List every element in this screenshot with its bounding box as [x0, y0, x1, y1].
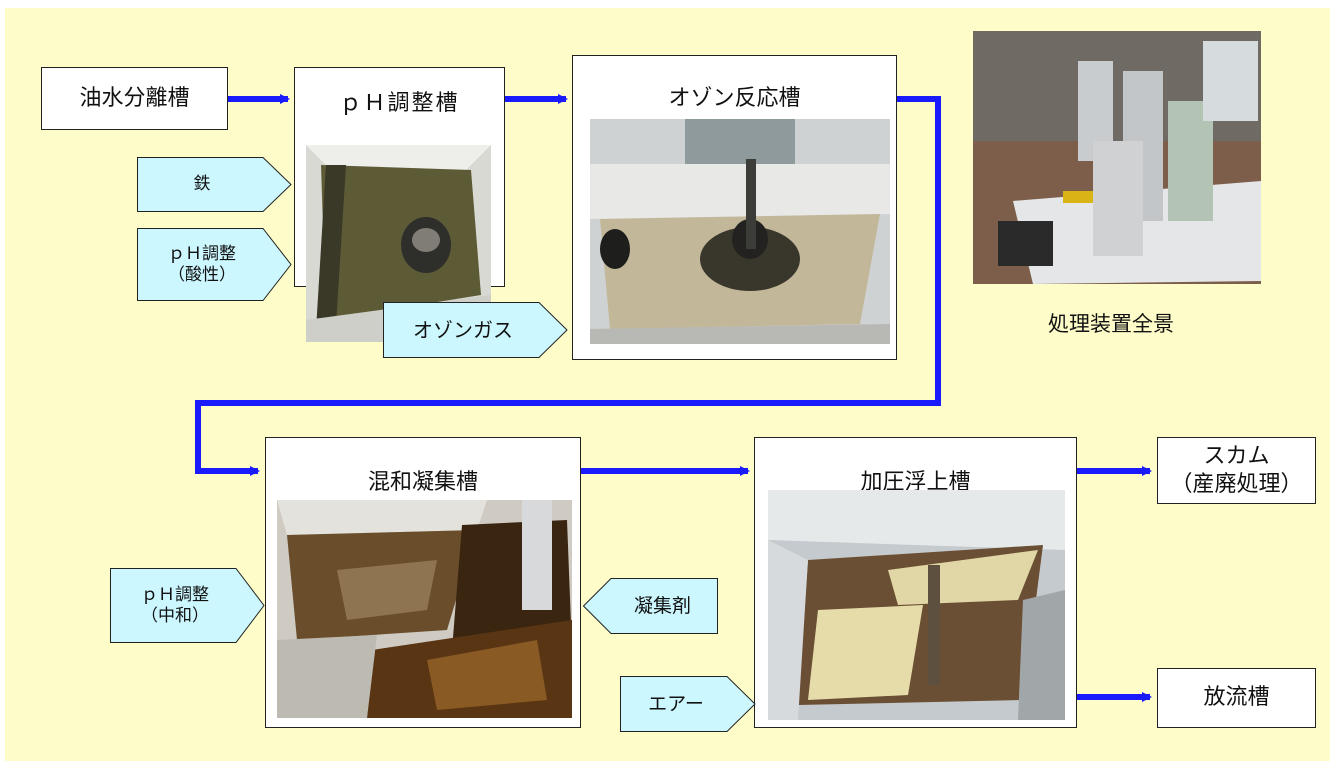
ph-adjust-tank-box: ｐＨ調整槽 — [294, 67, 505, 342]
mixing-coagulation-label: 混和凝集槽 — [367, 470, 478, 495]
input-iron-label: 鉄 — [193, 174, 211, 195]
ozone-reactor-label: オゾン反応槽 — [668, 86, 801, 111]
input-air-label: エアー — [648, 692, 704, 715]
input-coagulant: 凝集剤 — [583, 578, 718, 634]
input-iron: 鉄 — [137, 157, 292, 212]
scum-box: スカム （産廃処理） — [1157, 437, 1316, 504]
input-ph-acidic: ｐＨ調整 （酸性） — [137, 228, 292, 301]
overview-photo — [973, 31, 1261, 284]
input-ph-acidic-label: ｐＨ調整 （酸性） — [168, 244, 236, 285]
mixing-tank-photo — [277, 500, 572, 718]
scum-label: スカム （産廃処理） — [1170, 444, 1303, 497]
arrow-ozone-to-mixing — [195, 96, 941, 476]
input-ph-neutral-label: ｐＨ調整 （中和） — [141, 585, 209, 626]
input-ozone-gas-label: オゾンガス — [413, 318, 513, 342]
mixing-coagulation-box: 混和凝集槽 — [265, 437, 581, 728]
discharge-tank-label: 放流槽 — [1203, 685, 1270, 711]
oil-water-separator-box: 油水分離槽 — [41, 67, 228, 130]
pressure-flotation-box: 加圧浮上槽 — [754, 437, 1077, 728]
ozone-reactor-photo — [590, 119, 890, 344]
input-coagulant-label: 凝集剤 — [633, 594, 691, 617]
overview-caption: 処理装置全景 — [1048, 312, 1174, 336]
input-ph-neutral: ｐＨ調整 （中和） — [110, 568, 265, 643]
ozone-reactor-box: オゾン反応槽 — [572, 55, 897, 360]
flotation-tank-photo — [768, 490, 1065, 720]
oil-water-separator-label: 油水分離槽 — [79, 85, 190, 111]
input-air: エアー — [620, 676, 756, 732]
ph-adjust-tank-label: ｐＨ調整槽 — [339, 91, 460, 116]
input-ozone-gas: オゾンガス — [383, 302, 568, 358]
discharge-tank-box: 放流槽 — [1157, 668, 1316, 728]
